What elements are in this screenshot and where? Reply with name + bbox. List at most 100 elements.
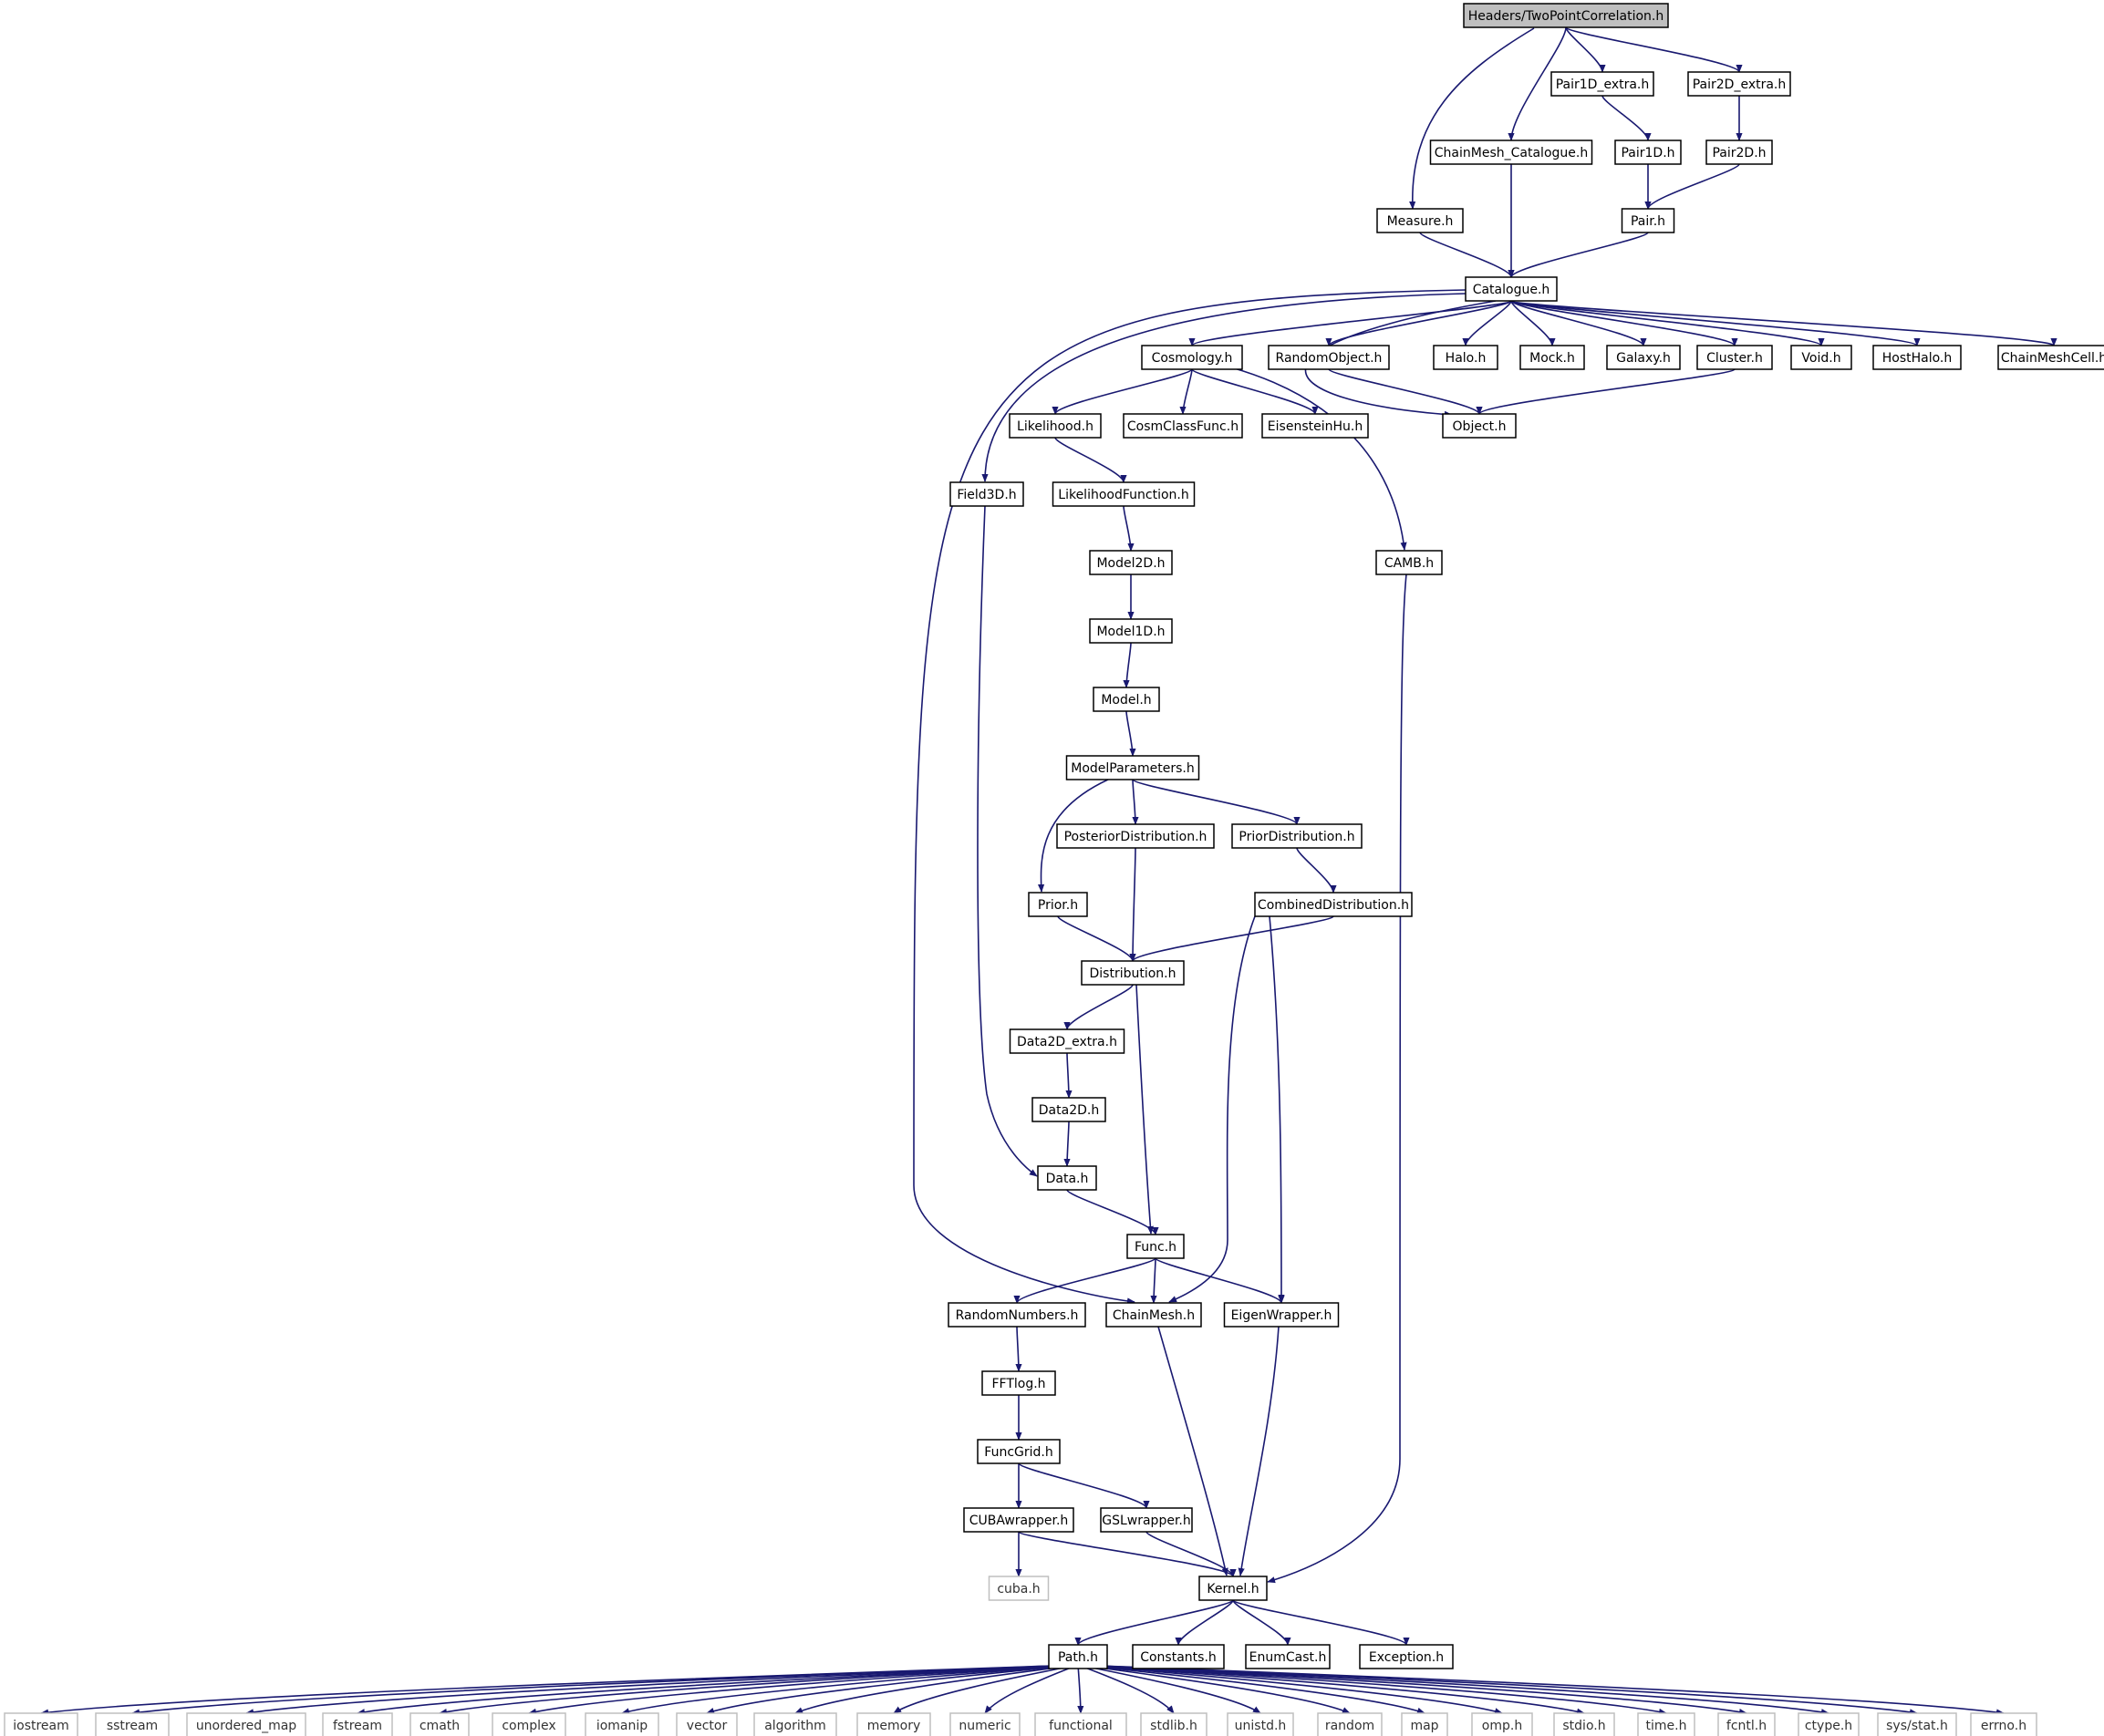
node-cmath: cmath: [409, 1712, 470, 1736]
node-box: [1687, 71, 1791, 97]
edge-combined-to-eigen: [1269, 915, 1285, 1303]
node-box: [949, 1712, 1021, 1736]
node-box: [1198, 1576, 1268, 1601]
node-exception[interactable]: Exception.h: [1359, 1644, 1454, 1669]
node-data2d[interactable]: Data2D.h: [1031, 1097, 1106, 1122]
node-label: Catalogue.h: [1473, 283, 1550, 297]
node-chainmesh[interactable]: ChainMesh.h: [1105, 1302, 1202, 1328]
node-root[interactable]: Headers/TwoPointCorrelation.h: [1463, 3, 1669, 28]
node-pair1dx[interactable]: Pair1D_extra.h: [1550, 71, 1654, 97]
node-numeric: numeric: [949, 1712, 1021, 1736]
node-cosmclass[interactable]: CosmClassFunc.h: [1123, 413, 1243, 439]
node-pair1d[interactable]: Pair1D.h: [1614, 140, 1682, 165]
node-halo[interactable]: Halo.h: [1433, 345, 1498, 370]
edge-camb-to-kernel: [1267, 574, 1407, 1584]
node-posterior[interactable]: PosteriorDistribution.h: [1056, 823, 1215, 849]
node-measure[interactable]: Measure.h: [1376, 208, 1464, 233]
node-data2dx[interactable]: Data2D_extra.h: [1009, 1028, 1125, 1054]
node-box: [1048, 1644, 1108, 1669]
edge-combined-to-chainmesh: [1168, 915, 1256, 1303]
node-funcgrid[interactable]: FuncGrid.h: [977, 1439, 1061, 1464]
node-galaxy[interactable]: Galaxy.h: [1606, 345, 1681, 370]
edge-path-to-errno: [1077, 1664, 2005, 1716]
node-box: [1376, 208, 1464, 233]
node-enumcast[interactable]: EnumCast.h: [1245, 1644, 1331, 1669]
node-label: Measure.h: [1387, 214, 1454, 229]
node-chaincell[interactable]: ChainMeshCell.h: [1997, 345, 2104, 370]
node-kernel[interactable]: Kernel.h: [1198, 1576, 1268, 1601]
node-constants[interactable]: Constants.h: [1132, 1644, 1225, 1669]
edge-path-to-map: [1077, 1664, 1425, 1714]
node-label: Pair1D_extra.h: [1556, 78, 1650, 92]
node-mock[interactable]: Mock.h: [1519, 345, 1585, 370]
node-ctype: ctype.h: [1798, 1712, 1860, 1736]
node-label: complex: [502, 1719, 555, 1733]
node-prior[interactable]: Prior.h: [1028, 892, 1088, 917]
node-likefunc[interactable]: LikelihoodFunction.h: [1052, 481, 1196, 507]
node-box: [1790, 345, 1852, 370]
node-label: HostHalo.h: [1882, 351, 1953, 366]
edge-kernel-to-exception: [1232, 1599, 1410, 1646]
edge-catalogue-to-galaxy: [1510, 300, 1647, 346]
edge-likefunc-to-model2d: [1123, 505, 1135, 552]
node-label: CosmClassFunc.h: [1127, 419, 1239, 434]
node-pair2dx[interactable]: Pair2D_extra.h: [1687, 71, 1791, 97]
node-model2d[interactable]: Model2D.h: [1089, 550, 1173, 575]
node-randnum[interactable]: RandomNumbers.h: [948, 1302, 1086, 1328]
node-label: Prior.h: [1038, 898, 1078, 913]
node-likelihood[interactable]: Likelihood.h: [1009, 413, 1102, 439]
edge-catalogue-to-chainmesh: [913, 289, 1467, 1305]
node-box: [963, 1507, 1074, 1533]
node-box: [492, 1712, 566, 1736]
node-randobj[interactable]: RandomObject.h: [1268, 345, 1390, 370]
node-cosmology[interactable]: Cosmology.h: [1141, 345, 1243, 370]
edge-catalogue-to-halo: [1462, 300, 1512, 346]
node-priordist[interactable]: PriorDistribution.h: [1231, 823, 1363, 849]
node-box: [1696, 345, 1773, 370]
node-label: Exception.h: [1369, 1650, 1444, 1665]
edge-randnum-to-fftlog: [1015, 1326, 1022, 1372]
node-label: EnumCast.h: [1249, 1650, 1327, 1665]
node-catalogue[interactable]: Catalogue.h: [1465, 276, 1558, 302]
node-combined[interactable]: CombinedDistribution.h: [1254, 892, 1413, 917]
node-chaincat[interactable]: ChainMesh_Catalogue.h: [1429, 140, 1593, 165]
node-distribution[interactable]: Distribution.h: [1081, 960, 1185, 986]
edge-path-to-iomanip: [621, 1664, 1079, 1715]
node-model[interactable]: Model.h: [1093, 687, 1160, 712]
node-box: [1245, 1644, 1331, 1669]
edge-priordist-to-combined: [1296, 847, 1337, 894]
node-field3d[interactable]: Field3D.h: [949, 481, 1024, 507]
node-label: Galaxy.h: [1616, 351, 1671, 366]
node-fstream: fstream: [322, 1712, 393, 1736]
nodes-layer: Headers/TwoPointCorrelation.hPair1D_extr…: [4, 3, 2104, 1736]
node-eisenstein[interactable]: EisensteinHu.h: [1261, 413, 1369, 439]
node-object[interactable]: Object.h: [1442, 413, 1517, 439]
node-pair2d[interactable]: Pair2D.h: [1705, 140, 1773, 165]
node-cuba[interactable]: CUBAwrapper.h: [963, 1507, 1074, 1533]
node-label: stdio.h: [1562, 1719, 1605, 1733]
node-gsl[interactable]: GSLwrapper.h: [1100, 1507, 1193, 1533]
edge-func-to-randnum: [1013, 1257, 1156, 1304]
node-void[interactable]: Void.h: [1790, 345, 1852, 370]
node-camb[interactable]: CAMB.h: [1375, 550, 1443, 575]
node-label: CAMB.h: [1384, 556, 1434, 571]
node-label: GSLwrapper.h: [1102, 1514, 1191, 1528]
edge-chainmesh-to-kernel: [1157, 1326, 1228, 1576]
node-time: time.h: [1637, 1712, 1695, 1736]
node-modelparams[interactable]: ModelParameters.h: [1065, 755, 1200, 780]
node-box: [1105, 1302, 1202, 1328]
node-box: [1140, 1712, 1207, 1736]
node-path[interactable]: Path.h: [1048, 1644, 1108, 1669]
node-eigen[interactable]: EigenWrapper.h: [1223, 1302, 1340, 1328]
node-cluster[interactable]: Cluster.h: [1696, 345, 1773, 370]
node-data[interactable]: Data.h: [1037, 1165, 1097, 1191]
node-hosthalo[interactable]: HostHalo.h: [1872, 345, 1962, 370]
node-label: Halo.h: [1446, 351, 1487, 366]
edge-func-to-eigen: [1155, 1257, 1285, 1304]
node-fftlog[interactable]: FFTlog.h: [981, 1370, 1056, 1396]
node-func[interactable]: Func.h: [1126, 1234, 1185, 1259]
edge-field3d-to-data: [977, 505, 1038, 1177]
node-model1d[interactable]: Model1D.h: [1089, 618, 1173, 644]
node-box: [1081, 960, 1185, 986]
node-pair[interactable]: Pair.h: [1621, 208, 1675, 233]
